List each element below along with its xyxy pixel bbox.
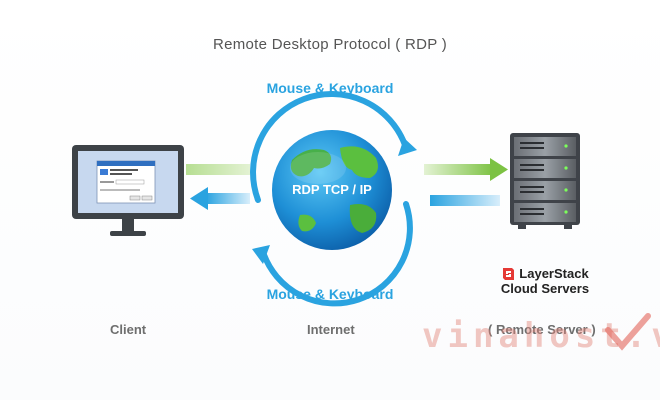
watermark-check-icon (605, 313, 651, 351)
flow-cycle-arrows (250, 91, 417, 307)
client-label: Client (110, 322, 147, 337)
watermark-text: vinahost.vn (422, 316, 660, 356)
brand-subtitle: Cloud Servers (500, 281, 590, 296)
monitor-icon (72, 145, 184, 236)
brand-name: LayerStack (519, 266, 589, 281)
server-outgoing-arrow (430, 195, 500, 206)
client-incoming-arrow (186, 164, 250, 175)
layerstack-logo-icon (503, 267, 515, 280)
globe-icon (272, 130, 392, 250)
server-rack-icon (510, 133, 580, 229)
flow-bottom-label: Mouse & Keyboard (266, 286, 394, 302)
client-outgoing-arrow (190, 187, 250, 210)
diagram-title: Remote Desktop Protocol ( RDP ) (212, 36, 448, 53)
internet-label: Internet (307, 322, 355, 337)
flow-top-label: Mouse & Keyboard (266, 80, 394, 96)
server-incoming-arrow (424, 158, 508, 181)
brand-block: LayerStack Cloud Servers (490, 266, 600, 296)
server-label: ( Remote Server ) (488, 322, 596, 337)
globe-label: RDP TCP / IP (292, 182, 372, 197)
